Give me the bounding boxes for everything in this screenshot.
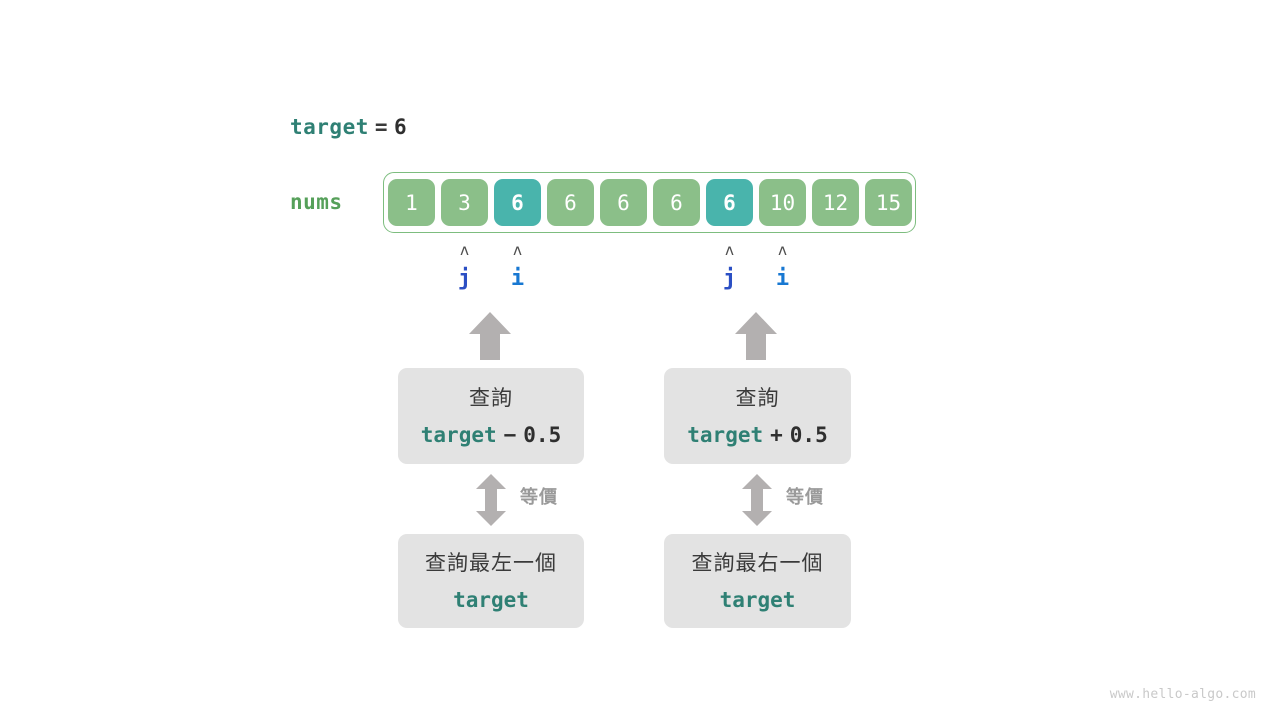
query-right-expr-var: target <box>687 422 764 447</box>
pointer-label: j <box>722 266 737 291</box>
array-cell-9: 15 <box>865 179 912 226</box>
query-right-expr-op: + <box>770 422 783 447</box>
array-cell-6: 6 <box>706 179 753 226</box>
query-box-right-title: 查詢 <box>735 385 780 410</box>
query-box-right: 查詢 target+0.5 <box>664 368 851 464</box>
pointer-caret-icon: ʌ <box>724 241 735 259</box>
query-left-expr-num: 0.5 <box>523 422 562 447</box>
result-box-right-target: target <box>720 585 796 615</box>
array-cell-0: 1 <box>388 179 435 226</box>
query-left-expr-var: target <box>420 422 497 447</box>
equivalence-label-left: 等價 <box>520 487 558 508</box>
equals-sign: = <box>374 115 389 139</box>
pointer-caret-icon: ʌ <box>459 241 470 259</box>
array-cell-3: 6 <box>547 179 594 226</box>
result-box-right-title: 查詢最右一個 <box>691 550 824 575</box>
query-box-left: 查詢 target−0.5 <box>398 368 584 464</box>
array-label: nums <box>290 190 343 214</box>
equivalence-arrow-right <box>742 474 772 526</box>
up-arrow-left <box>469 312 511 360</box>
equivalence-label-right: 等價 <box>786 487 824 508</box>
query-box-left-title: 查詢 <box>469 385 513 410</box>
target-declaration: target=6 <box>290 112 407 142</box>
result-box-left-title: 查詢最左一個 <box>425 550 557 575</box>
up-arrow-right <box>735 312 777 360</box>
result-box-left: 查詢最左一個 target <box>398 534 584 628</box>
array-cell-2: 6 <box>494 179 541 226</box>
result-left-target-text: target <box>453 587 529 612</box>
pointer-label: i <box>775 266 790 291</box>
equivalence-arrow-left <box>476 474 506 526</box>
query-right-expr-num: 0.5 <box>789 422 828 447</box>
result-box-left-target: target <box>453 585 529 615</box>
pointer-label: i <box>510 266 525 291</box>
array-cell-5: 6 <box>653 179 700 226</box>
query-box-left-expression: target−0.5 <box>421 420 561 450</box>
watermark: www.hello-algo.com <box>1109 687 1256 702</box>
query-left-expr-op: − <box>503 422 517 447</box>
target-value: 6 <box>394 115 408 139</box>
pointer-label: j <box>457 266 472 291</box>
array-cell-8: 12 <box>812 179 859 226</box>
array-cell-7: 10 <box>759 179 806 226</box>
array-cell-1: 3 <box>441 179 488 226</box>
result-box-right: 查詢最右一個 target <box>664 534 851 628</box>
pointer-caret-icon: ʌ <box>512 241 523 259</box>
array-cell-4: 6 <box>600 179 647 226</box>
result-right-target-text: target <box>719 587 796 612</box>
target-variable-name: target <box>290 115 369 139</box>
query-box-right-expression: target+0.5 <box>687 420 827 450</box>
pointer-caret-icon: ʌ <box>777 241 788 259</box>
